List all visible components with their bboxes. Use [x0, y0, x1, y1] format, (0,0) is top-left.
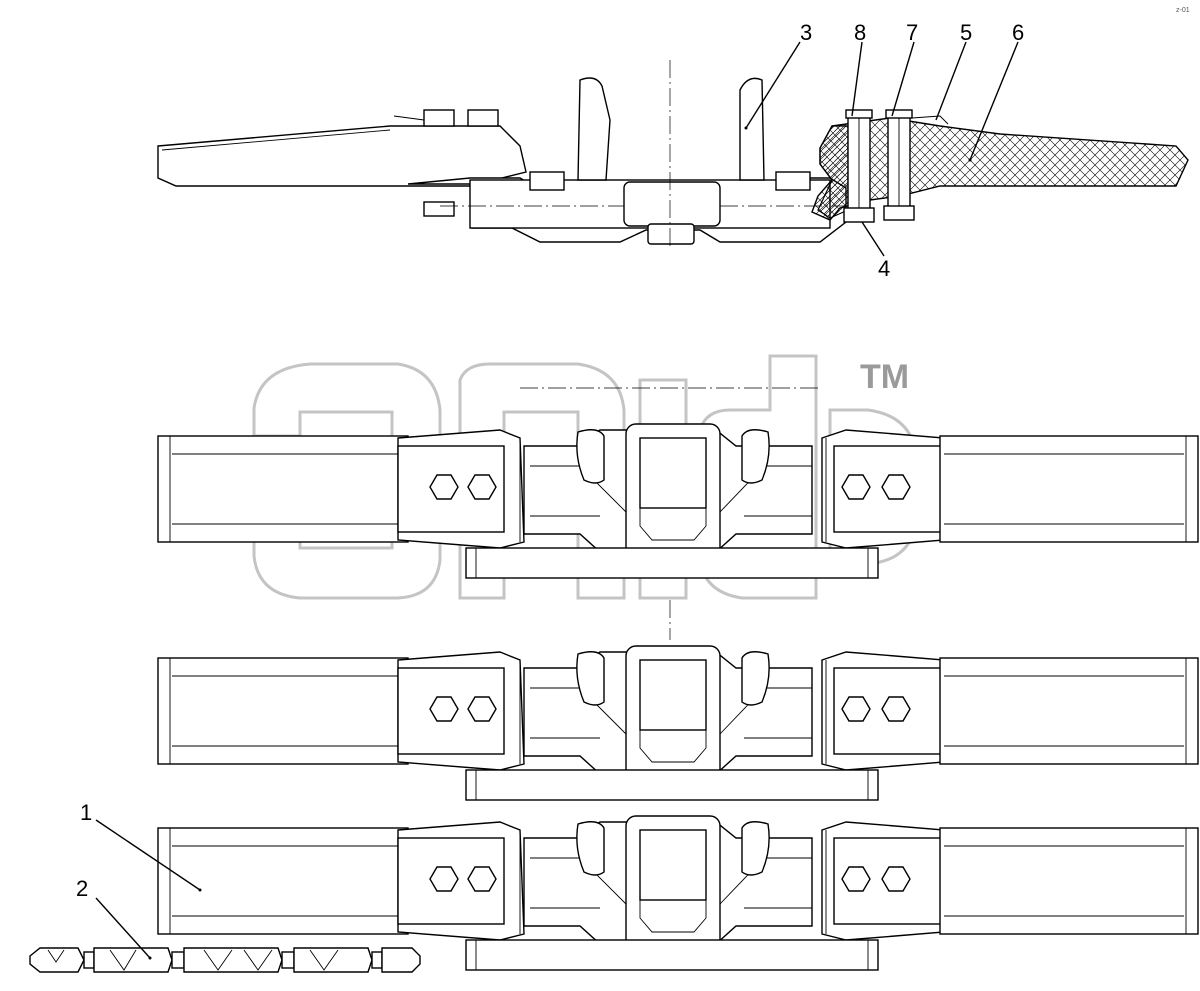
- callout-2: 2: [76, 876, 88, 901]
- callout-8: 8: [854, 20, 866, 45]
- callout-3: 3: [800, 20, 812, 45]
- track-link-1: [157, 423, 1199, 579]
- callout-4: 4: [878, 256, 890, 281]
- callout-leaders: [95, 41, 1019, 960]
- callout-5: 5: [960, 20, 972, 45]
- pin-chain: [29, 947, 421, 973]
- side-view: [157, 60, 1189, 246]
- callout-7: 7: [906, 20, 918, 45]
- callout-6: 6: [1012, 20, 1024, 45]
- track-link-3: [157, 815, 1199, 971]
- trademark-mark: TM: [860, 358, 909, 396]
- corner-mark: z-01: [1176, 7, 1190, 14]
- callout-1: 1: [80, 800, 92, 825]
- track-link-2: [157, 645, 1199, 801]
